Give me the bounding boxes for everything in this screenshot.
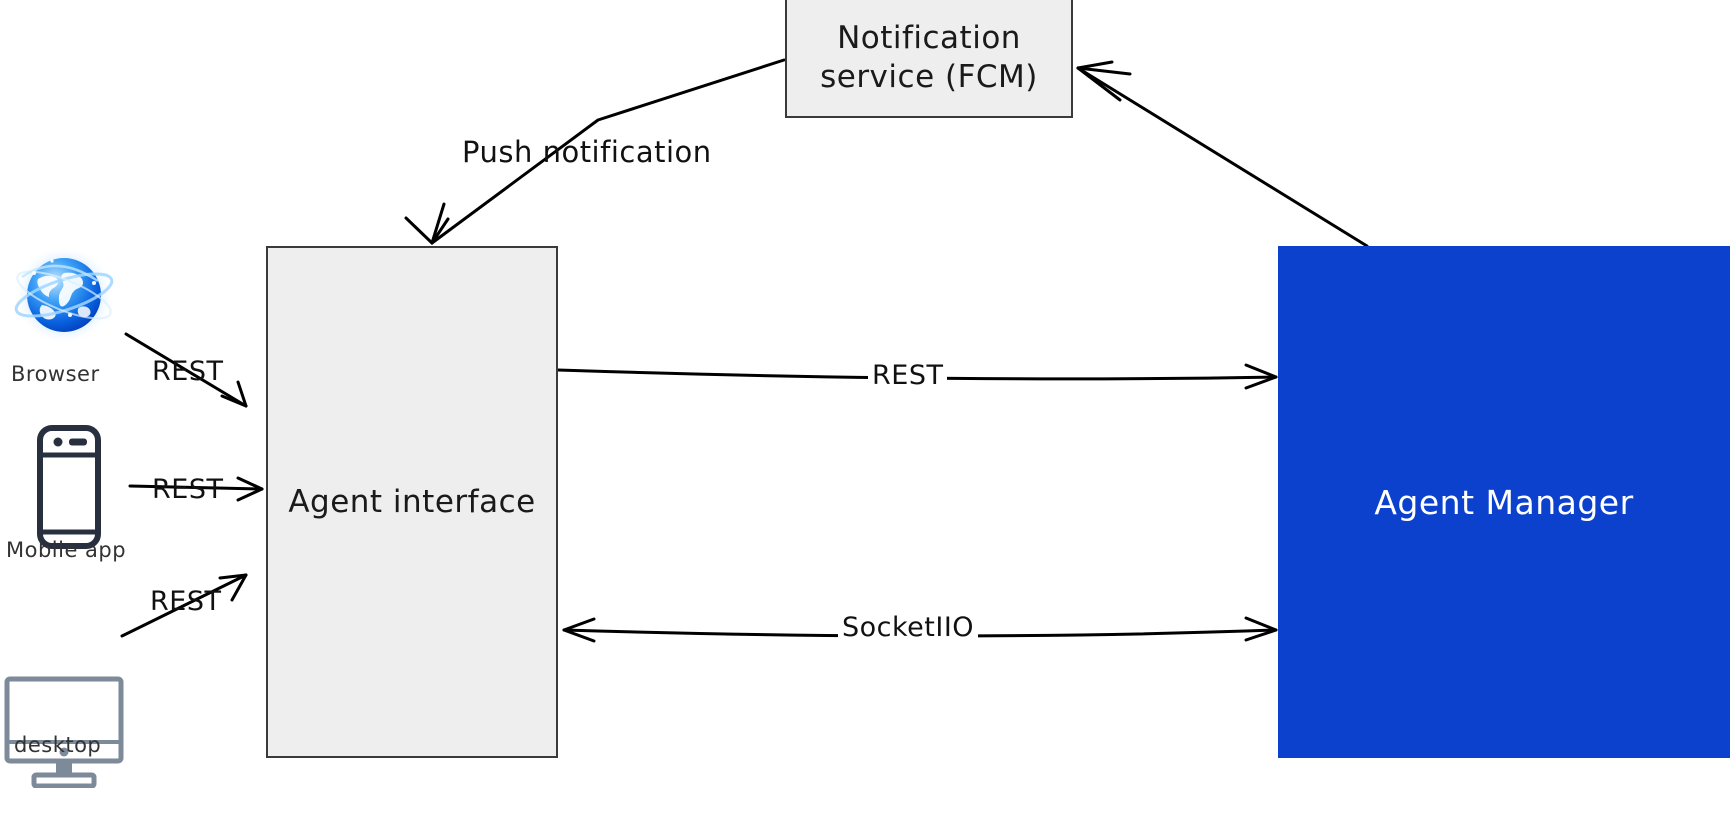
mobile-icon [37, 425, 101, 549]
caption-mobile: Mobile app [6, 538, 127, 562]
agent-manager-label: Agent Manager [1374, 482, 1634, 522]
agent-interface-label: Agent interface [288, 484, 536, 520]
edge-label-socketio: SocketIIO [838, 612, 979, 643]
node-agent-manager[interactable]: Agent Manager [1278, 246, 1730, 758]
notification-service-label-line1: Notification [837, 20, 1021, 57]
globe-icon [14, 245, 114, 345]
edge-label-push-notification: Push notification [462, 135, 712, 169]
edge-manager-to-fcm [1076, 60, 1369, 248]
caption-desktop: desktop [14, 733, 102, 757]
node-agent-interface[interactable]: Agent interface [266, 246, 558, 758]
desktop-icon [4, 676, 124, 788]
edge-label-rest-mobile: REST [152, 474, 224, 505]
edge-label-rest-center: REST [868, 360, 948, 391]
edge-label-rest-desktop: REST [150, 586, 222, 617]
node-notification-service[interactable]: Notification service (FCM) [785, 0, 1073, 118]
notification-service-label-line2: service (FCM) [820, 59, 1038, 95]
edge-label-rest-browser: REST [152, 356, 224, 387]
caption-browser: Browser [11, 362, 100, 386]
